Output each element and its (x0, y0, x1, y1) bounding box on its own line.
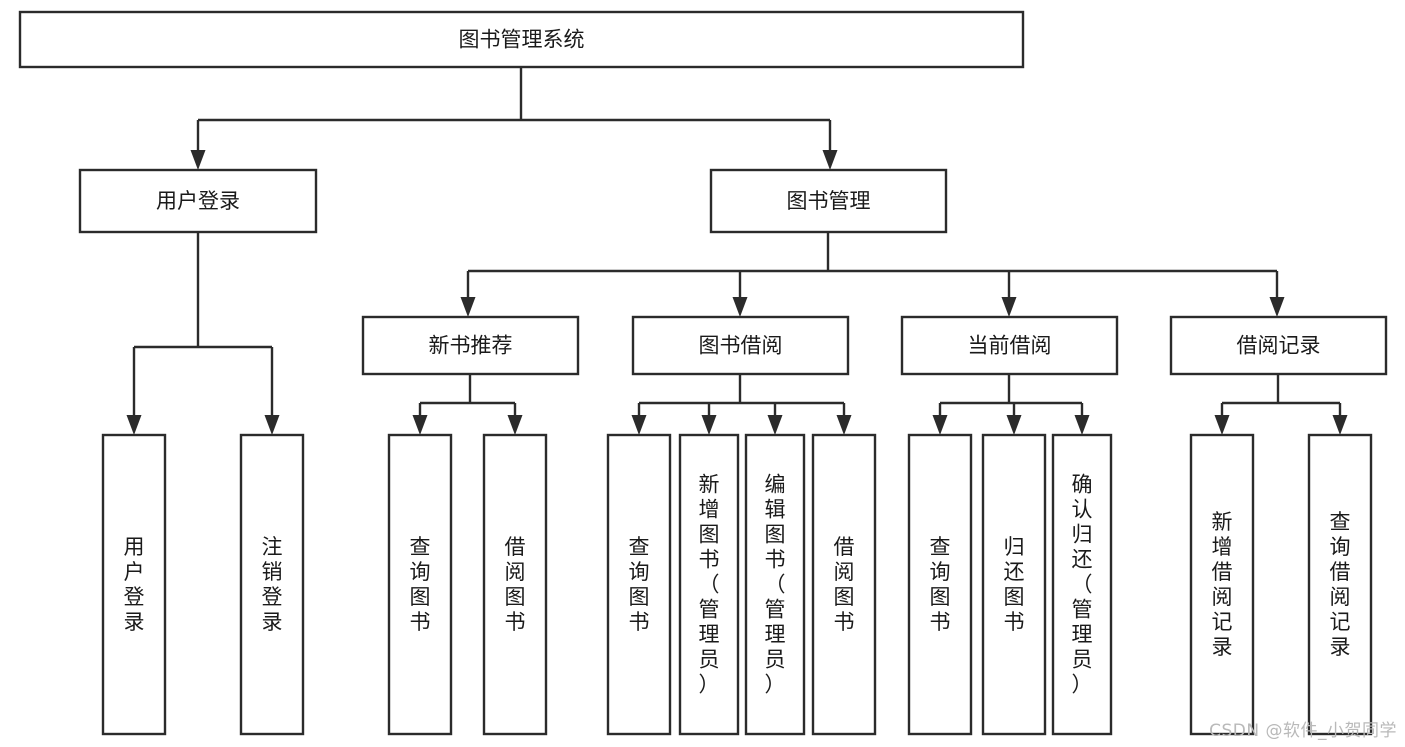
node-box-leaf-borrow-book-1 (482, 433, 548, 736)
node-root[interactable]: 图书管理系统 (18, 10, 1025, 69)
node-current-borrow[interactable]: 当前借阅 (900, 315, 1119, 376)
node-box-leaf-query-book-2 (606, 433, 672, 736)
node-box-leaf-user-logout (239, 433, 305, 736)
arrow-head-icon (460, 297, 476, 317)
node-label-book-borrow: 图书借阅 (699, 334, 783, 358)
node-box-borrow-record (1169, 315, 1388, 376)
node-label-leaf-user-login: 用户登录 (124, 535, 145, 634)
node-leaf-confirm-return-admin[interactable]: 确认归还（管理员） (1051, 433, 1113, 736)
node-label-root: 图书管理系统 (459, 28, 585, 52)
node-label-leaf-add-book-admin: 新增图书（管理员） (699, 473, 720, 697)
node-label-leaf-borrow-book-1: 借阅图书 (505, 535, 526, 634)
node-label-leaf-query-book-3: 查询图书 (930, 535, 951, 634)
node-label-leaf-add-borrow-record: 新增借阅记录 (1212, 510, 1233, 659)
arrow-head-icon (1006, 415, 1022, 435)
arrow-head-icon (767, 415, 783, 435)
node-label-leaf-query-book-1: 查询图书 (410, 535, 431, 634)
node-box-new-book-recommend (361, 315, 580, 376)
node-label-borrow-record: 借阅记录 (1237, 334, 1321, 358)
node-label-leaf-confirm-return-admin: 确认归还（管理员） (1072, 473, 1093, 697)
node-box-book-borrow (631, 315, 850, 376)
node-book-borrow[interactable]: 图书借阅 (631, 315, 850, 376)
node-leaf-query-borrow-record[interactable]: 查询借阅记录 (1307, 433, 1373, 736)
node-box-leaf-add-borrow-record (1189, 433, 1255, 736)
arrow-head-icon (732, 297, 748, 317)
node-leaf-return-book[interactable]: 归还图书 (981, 433, 1047, 736)
node-box-leaf-add-book-admin (678, 433, 740, 736)
node-box-book-management (709, 168, 948, 234)
node-leaf-user-login[interactable]: 用户登录 (101, 433, 167, 736)
node-label-leaf-edit-book-admin: 编辑图书（管理员） (765, 473, 786, 697)
arrow-head-icon (822, 150, 838, 170)
connector-borrowrecord-to-leaves (1214, 374, 1348, 435)
arrow-head-icon (412, 415, 428, 435)
arrow-head-icon (507, 415, 523, 435)
node-leaf-add-book-admin[interactable]: 新增图书（管理员） (678, 433, 740, 736)
node-box-root (18, 10, 1025, 69)
arrow-head-icon (836, 415, 852, 435)
arrow-head-icon (1001, 297, 1017, 317)
node-leaf-borrow-book-2[interactable]: 借阅图书 (811, 433, 877, 736)
node-new-book-recommend[interactable]: 新书推荐 (361, 315, 580, 376)
node-box-leaf-query-book-1 (387, 433, 453, 736)
node-label-user-login: 用户登录 (156, 189, 240, 213)
node-book-management[interactable]: 图书管理 (709, 168, 948, 234)
node-label-leaf-return-book: 归还图书 (1004, 535, 1025, 634)
connector-bookborrow-to-leaves (631, 374, 852, 435)
node-box-leaf-user-login (101, 433, 167, 736)
arrow-head-icon (1332, 415, 1348, 435)
arrow-head-icon (264, 415, 280, 435)
arrow-head-icon (932, 415, 948, 435)
node-box-leaf-query-book-3 (907, 433, 973, 736)
node-label-leaf-borrow-book-2: 借阅图书 (834, 535, 855, 634)
connector-currentborrow-to-leaves (932, 374, 1090, 435)
node-box-current-borrow (900, 315, 1119, 376)
node-label-new-book-recommend: 新书推荐 (429, 334, 513, 358)
node-user-login[interactable]: 用户登录 (78, 168, 318, 234)
connector-root-to-level2 (190, 67, 838, 170)
arrow-head-icon (126, 415, 142, 435)
arrow-head-icon (1214, 415, 1230, 435)
node-leaf-user-logout[interactable]: 注销登录 (239, 433, 305, 736)
node-borrow-record[interactable]: 借阅记录 (1169, 315, 1388, 376)
node-box-leaf-edit-book-admin (744, 433, 806, 736)
arrow-head-icon (1074, 415, 1090, 435)
connector-newbook-to-leaves (412, 374, 523, 435)
node-box-leaf-query-borrow-record (1307, 433, 1373, 736)
node-box-leaf-confirm-return-admin (1051, 433, 1113, 736)
arrow-head-icon (631, 415, 647, 435)
arrow-head-icon (190, 150, 206, 170)
node-leaf-query-book-3[interactable]: 查询图书 (907, 433, 973, 736)
node-box-leaf-borrow-book-2 (811, 433, 877, 736)
node-leaf-add-borrow-record[interactable]: 新增借阅记录 (1189, 433, 1255, 736)
node-leaf-query-book-1[interactable]: 查询图书 (387, 433, 453, 736)
connector-bookmgmt-to-level3 (460, 232, 1285, 317)
node-label-current-borrow: 当前借阅 (968, 334, 1052, 358)
node-leaf-borrow-book-1[interactable]: 借阅图书 (482, 433, 548, 736)
node-leaf-edit-book-admin[interactable]: 编辑图书（管理员） (744, 433, 806, 736)
connector-userlogin-to-leaves (126, 232, 280, 435)
node-label-leaf-query-book-2: 查询图书 (629, 535, 650, 634)
arrow-head-icon (701, 415, 717, 435)
node-box-leaf-return-book (981, 433, 1047, 736)
node-leaf-query-book-2[interactable]: 查询图书 (606, 433, 672, 736)
csdn-watermark: CSDN @软件_小贺同学 (1209, 721, 1397, 741)
arrow-head-icon (1269, 297, 1285, 317)
node-label-leaf-user-logout: 注销登录 (262, 535, 283, 634)
node-label-book-management: 图书管理 (787, 189, 871, 213)
node-box-user-login (78, 168, 318, 234)
node-label-leaf-query-borrow-record: 查询借阅记录 (1330, 510, 1351, 659)
